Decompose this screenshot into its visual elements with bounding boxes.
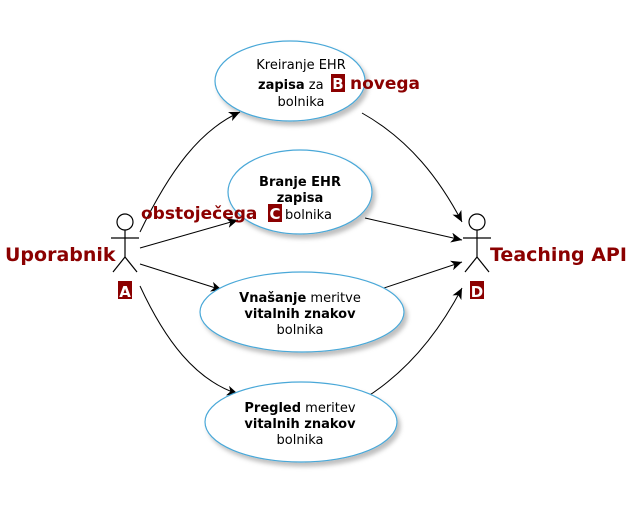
edge-user-to-uc1 [139, 111, 241, 233]
actor-user-head-icon [116, 213, 134, 231]
uc3-line1: Vnašanje meritve [239, 291, 361, 306]
actor-user-label: Uporabnik [5, 244, 116, 266]
edge-user-to-uc2 [139, 218, 239, 249]
use-case-3-ellipse[interactable] [199, 271, 405, 353]
badge-b-bg [331, 74, 345, 92]
use-case-4-ellipse[interactable] [204, 381, 398, 463]
uc4-line1: Pregled meritev [244, 401, 355, 416]
actor-api[interactable] [463, 213, 491, 273]
use-case-2-text: Branje EHR zapisa C bolnika [259, 175, 341, 223]
use-case-3-text: Vnašanje meritve vitalnih znakov bolnika [239, 291, 361, 338]
use-case-2-ellipse[interactable] [227, 149, 373, 235]
uc3-line1-bold: Vnašanje [239, 291, 306, 306]
use-case-4-text: Pregled meritev vitalnih znakov bolnika [244, 401, 356, 448]
uc1-line2-bold: zapisa [258, 78, 305, 93]
badge-c-bg [268, 204, 282, 222]
uc4-line3: bolnika [277, 433, 324, 448]
badge-d: D [471, 283, 483, 301]
uc1-line2-normal: za [305, 78, 324, 93]
badge-a: A [119, 283, 131, 301]
edge-uc2-to-api [364, 217, 463, 243]
uc3-line1-normal: meritve [306, 291, 361, 306]
uc4-line1-bold: Pregled [244, 401, 301, 416]
uc1-line1: Kreiranje EHR [256, 58, 346, 73]
uc2-line3: bolnika [285, 208, 332, 223]
use-case-1-ellipse[interactable] [214, 40, 366, 122]
uc3-line2: vitalnih znakov [244, 307, 356, 322]
connectors [139, 111, 463, 399]
edge-uc4-to-api [364, 287, 463, 399]
edge-uc1-to-api [361, 112, 463, 223]
uc4-line2: vitalnih znakov [244, 417, 356, 432]
obstojecega-label: obstoječega [141, 204, 257, 224]
uc4-line1-normal: meritev [301, 401, 356, 416]
actor-api-head-icon [468, 213, 486, 231]
badge-d-bg [470, 281, 484, 299]
uc2-line2: zapisa [277, 191, 324, 206]
badge-b: B [332, 75, 343, 93]
novega-label: novega [350, 74, 420, 94]
actor-user[interactable] [111, 213, 139, 273]
uc2-line1: Branje EHR [259, 175, 341, 190]
uc3-line3: bolnika [277, 323, 324, 338]
badge-a-bg [118, 281, 132, 299]
edge-uc3-to-api [377, 260, 463, 291]
actor-api-label: Teaching API [490, 244, 627, 266]
edge-user-to-uc3 [139, 263, 223, 292]
use-case-1-text: Kreiranje EHR zapisa za B novega bolnika [256, 58, 420, 110]
uc1-line2: zapisa za [258, 78, 324, 93]
edge-user-to-uc4 [139, 285, 239, 396]
uc1-line3: bolnika [278, 95, 325, 110]
badge-c: C [269, 205, 280, 223]
